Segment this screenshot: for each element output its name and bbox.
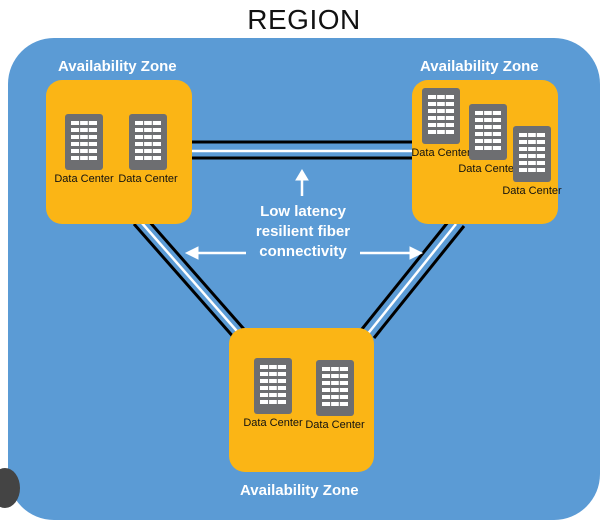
availability-zone-top-left: Data Center Data Center [46, 80, 192, 224]
data-center-label: Data Center [243, 417, 303, 429]
data-center-label: Data Center [305, 419, 365, 431]
server-rack-icon [65, 114, 103, 170]
data-center-label: Data Center [118, 173, 178, 185]
data-center: Data Center [500, 126, 564, 198]
fiber-link-left [132, 219, 252, 341]
data-center: Data Center [241, 358, 305, 430]
arrow-up-icon [295, 169, 309, 196]
server-rack-icon [469, 104, 507, 160]
data-center: Data Center [456, 104, 520, 176]
data-center-label: Data Center [411, 147, 471, 159]
connectivity-label: Low latency resilient fiber connectivity [255, 203, 351, 260]
data-center: Data Center [52, 114, 116, 186]
server-rack-icon [422, 88, 460, 144]
data-center-label: Data Center [502, 185, 562, 197]
server-rack-icon [129, 114, 167, 170]
zone-label-top-right: Availability Zone [420, 58, 539, 75]
data-center: Data Center [116, 114, 180, 186]
server-rack-icon [513, 126, 551, 182]
data-center-label: Data Center [54, 173, 114, 185]
availability-zone-bottom: Data Center Data Center [229, 328, 374, 472]
data-center: Data Center [409, 88, 473, 160]
server-rack-icon [254, 358, 292, 414]
region-title: REGION [247, 4, 361, 35]
fiber-link-right [356, 221, 466, 339]
data-center-label: Data Center [458, 163, 518, 175]
fiber-link-top [190, 140, 414, 160]
availability-zone-top-right: Data Center Data Center Data Center [409, 80, 562, 224]
arrow-left-icon [184, 246, 246, 260]
corner-badge-icon [0, 468, 20, 508]
zone-label-bottom: Availability Zone [240, 482, 359, 499]
data-center: Data Center [303, 360, 367, 432]
arrow-right-icon [360, 246, 424, 260]
server-rack-icon [316, 360, 354, 416]
zone-label-top-left: Availability Zone [58, 58, 177, 75]
